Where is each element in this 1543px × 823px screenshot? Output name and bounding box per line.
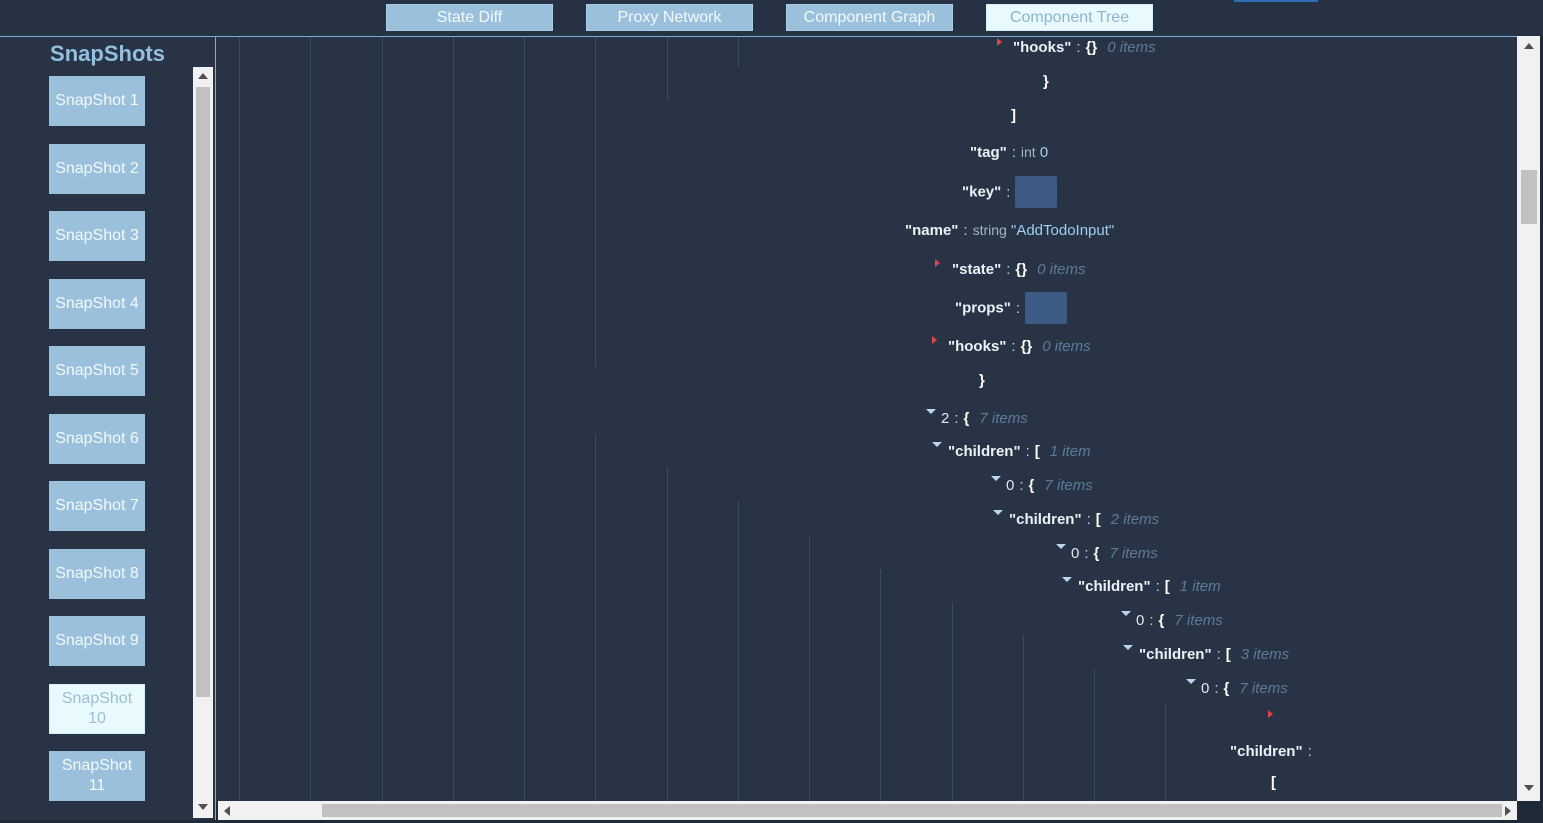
- snapshot-button-10[interactable]: SnapShot 10: [49, 684, 145, 734]
- collapsed-caret-icon[interactable]: [1268, 710, 1273, 718]
- tree-horizontal-scrollbar-thumb[interactable]: [322, 804, 1502, 817]
- tree-node-0-d[interactable]: 0:{7 items: [1201, 680, 1288, 697]
- snapshot-button-1[interactable]: SnapShot 1: [49, 76, 145, 126]
- indent-guide: [1165, 703, 1166, 801]
- expanded-caret-icon[interactable]: [932, 442, 942, 447]
- scroll-left-arrow-icon[interactable]: [224, 806, 230, 816]
- scroll-up-arrow-icon[interactable]: [1524, 43, 1534, 49]
- tree-node-children-3[interactable]: "children":[1 item: [1078, 578, 1221, 595]
- tree-close-bracket: ]: [1011, 107, 1016, 124]
- snapshot-button-6[interactable]: SnapShot 6: [49, 414, 145, 464]
- expanded-caret-icon[interactable]: [1062, 577, 1072, 582]
- tree-node-2[interactable]: 2:{7 items: [941, 410, 1028, 427]
- top-accent-line: [1234, 0, 1318, 2]
- tree-horizontal-scrollbar[interactable]: [218, 801, 1517, 820]
- snapshot-button-8[interactable]: SnapShot 8: [49, 549, 145, 599]
- indent-guide: [809, 535, 810, 801]
- expanded-caret-icon[interactable]: [1186, 679, 1196, 684]
- tab-proxy-network[interactable]: Proxy Network: [586, 4, 753, 31]
- snapshots-scrollbar[interactable]: [193, 67, 213, 818]
- tab-component-tree[interactable]: Component Tree: [986, 4, 1153, 31]
- indent-guide: [595, 37, 596, 367]
- scroll-down-arrow-icon[interactable]: [1524, 785, 1534, 791]
- snapshot-button-2[interactable]: SnapShot 2: [49, 144, 145, 194]
- tree-close-brace: }: [1043, 73, 1049, 90]
- indent-guide: [595, 434, 596, 801]
- tree-vertical-scrollbar-thumb[interactable]: [1521, 170, 1537, 224]
- tree-node-children-5[interactable]: "children":: [1230, 743, 1312, 760]
- tree-node-0-a[interactable]: 0:{7 items: [1006, 477, 1093, 494]
- collapsed-caret-icon[interactable]: [935, 259, 940, 267]
- tree-node-name: "name":string "AddTodoInput": [905, 222, 1115, 239]
- indent-guide: [1094, 669, 1095, 801]
- tree-open-bracket: [: [1271, 774, 1276, 791]
- expanded-caret-icon[interactable]: [1056, 544, 1066, 549]
- expanded-caret-icon[interactable]: [1123, 645, 1133, 650]
- indent-guide: [667, 467, 668, 801]
- indent-guide: [453, 37, 454, 801]
- indent-guide: [738, 501, 739, 801]
- expanded-caret-icon[interactable]: [991, 476, 1001, 481]
- snapshot-button-3[interactable]: SnapShot 3: [49, 211, 145, 261]
- scroll-down-arrow-icon[interactable]: [198, 804, 208, 810]
- snapshot-button-5[interactable]: SnapShot 5: [49, 346, 145, 396]
- tree-node-0-b[interactable]: 0:{7 items: [1071, 545, 1158, 562]
- tab-component-graph[interactable]: Component Graph: [786, 4, 953, 31]
- tree-node-key: "key":: [962, 176, 1058, 208]
- collapsed-caret-icon[interactable]: [932, 336, 937, 344]
- empty-value-box: [1025, 292, 1068, 324]
- empty-value-box: [1015, 176, 1058, 208]
- tree-node-hooks-top: "hooks":{}0 items: [1013, 39, 1156, 56]
- expanded-caret-icon[interactable]: [926, 409, 936, 414]
- tree-vertical-scrollbar[interactable]: [1517, 36, 1540, 801]
- tree-close-brace: }: [979, 372, 985, 389]
- expanded-caret-icon[interactable]: [993, 510, 1003, 515]
- top-navigation-bar: State Diff Proxy Network Component Graph…: [0, 0, 1543, 36]
- snapshot-button-4[interactable]: SnapShot 4: [49, 279, 145, 329]
- snapshot-button-11[interactable]: SnapShot 11: [49, 751, 145, 801]
- tree-node-children-1[interactable]: "children":[1 item: [948, 443, 1091, 460]
- indent-guide: [667, 37, 668, 100]
- tab-state-diff[interactable]: State Diff: [386, 4, 553, 31]
- tree-node-children-2[interactable]: "children":[2 items: [1009, 511, 1160, 528]
- indent-guide: [382, 37, 383, 801]
- indent-guide: [738, 37, 739, 67]
- tree-node-0-c[interactable]: 0:{7 items: [1136, 612, 1223, 629]
- snapshots-title: SnapShots: [50, 41, 165, 66]
- indent-guide: [524, 37, 525, 801]
- indent-guide: [952, 602, 953, 801]
- tree-node-children-4[interactable]: "children":[3 items: [1139, 646, 1290, 663]
- collapsed-caret-icon[interactable]: [997, 38, 1002, 46]
- tree-node-props: "props":: [955, 292, 1068, 324]
- snapshot-button-9[interactable]: SnapShot 9: [49, 616, 145, 666]
- indent-guide: [1023, 635, 1024, 801]
- indent-guide: [880, 569, 881, 801]
- component-tree-view: "hooks":{}0 items } ] "tag":int 0 "key":…: [216, 36, 1517, 801]
- tree-node-hooks[interactable]: "hooks":{}0 items: [948, 338, 1091, 355]
- scroll-right-arrow-icon[interactable]: [1505, 806, 1511, 816]
- snapshots-scrollbar-thumb[interactable]: [196, 87, 210, 697]
- snapshot-button-7[interactable]: SnapShot 7: [49, 481, 145, 531]
- snapshots-panel: SnapShots SnapShot 1 SnapShot 2 SnapShot…: [0, 36, 216, 820]
- tree-node-tag: "tag":int 0: [970, 144, 1049, 161]
- tree-node-state[interactable]: "state":{}0 items: [952, 261, 1086, 278]
- scroll-up-arrow-icon[interactable]: [198, 73, 208, 79]
- expanded-caret-icon[interactable]: [1121, 611, 1131, 616]
- indent-guide: [239, 37, 240, 801]
- indent-guide: [310, 37, 311, 801]
